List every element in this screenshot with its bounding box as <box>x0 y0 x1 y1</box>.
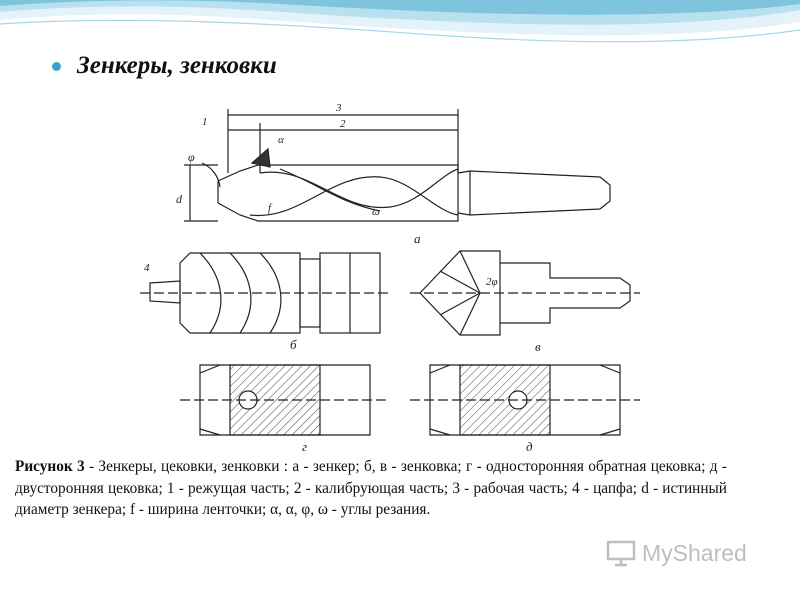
figure-caption: Рисунок 3 - Зенкеры, цековки, зенковки :… <box>15 456 727 521</box>
label-2phi: 2φ <box>486 276 498 288</box>
label-omega: ω <box>372 206 380 218</box>
label-view-a: а <box>414 231 421 246</box>
label-alpha: α <box>278 134 284 146</box>
label-view-d: д <box>526 439 533 454</box>
label-4: 4 <box>144 262 150 274</box>
watermark-text: MyShared <box>642 539 747 566</box>
back-counterbore-g-drawing <box>180 364 390 436</box>
label-2: 2 <box>340 118 346 130</box>
label-f: f <box>268 202 273 214</box>
caption-text: - Зенкеры, цековки, зенковки : а - зенке… <box>15 458 727 518</box>
bullet-icon <box>52 61 61 71</box>
label-phi: φ <box>188 150 195 164</box>
watermark: MyShared <box>606 539 747 567</box>
presentation-icon <box>606 540 636 567</box>
technical-figure: 1 2 3 d φ α f ω а 4 б 2φ в г д <box>140 103 640 454</box>
zenker-drawing <box>184 109 611 222</box>
label-d: d <box>176 192 183 206</box>
countersink-b-drawing <box>140 252 390 334</box>
label-view-g: г <box>302 439 307 454</box>
double-counterbore-d-drawing <box>410 364 640 436</box>
label-view-v: в <box>535 339 541 354</box>
label-view-b: б <box>290 337 297 352</box>
label-3: 3 <box>335 103 342 114</box>
slide-title-row: Зенкеры, зенковки <box>52 52 277 80</box>
caption-prefix: Рисунок 3 <box>15 458 85 475</box>
countersink-v-drawing <box>410 250 640 336</box>
slide-title: Зенкеры, зенковки <box>77 52 277 79</box>
label-1: 1 <box>202 116 208 128</box>
header-wave-decoration <box>0 0 800 43</box>
